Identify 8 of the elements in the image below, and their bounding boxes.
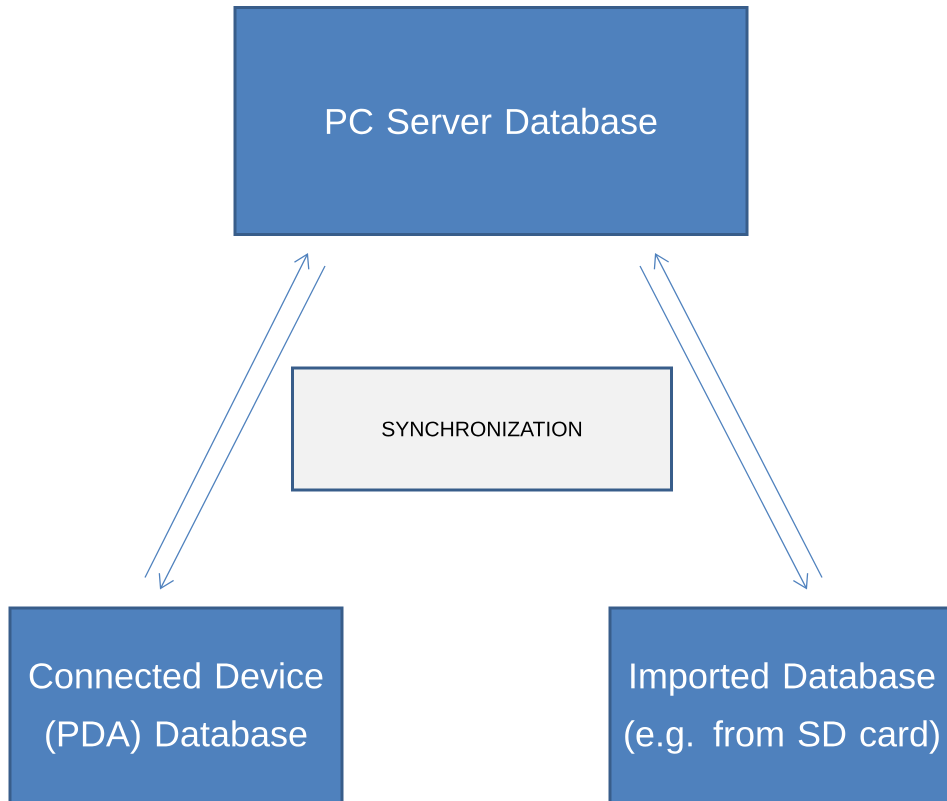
arrow [654,253,823,578]
arrow [639,266,808,590]
arrow [158,266,326,590]
database-box: PC Server Database [234,6,748,236]
label-box: SYNCHRONIZATION [291,366,673,492]
database-box: Connected Device (PDA) Database [8,606,344,801]
database-box: Imported Database (e.g. from SD card) [608,606,947,801]
arrow [144,253,310,578]
